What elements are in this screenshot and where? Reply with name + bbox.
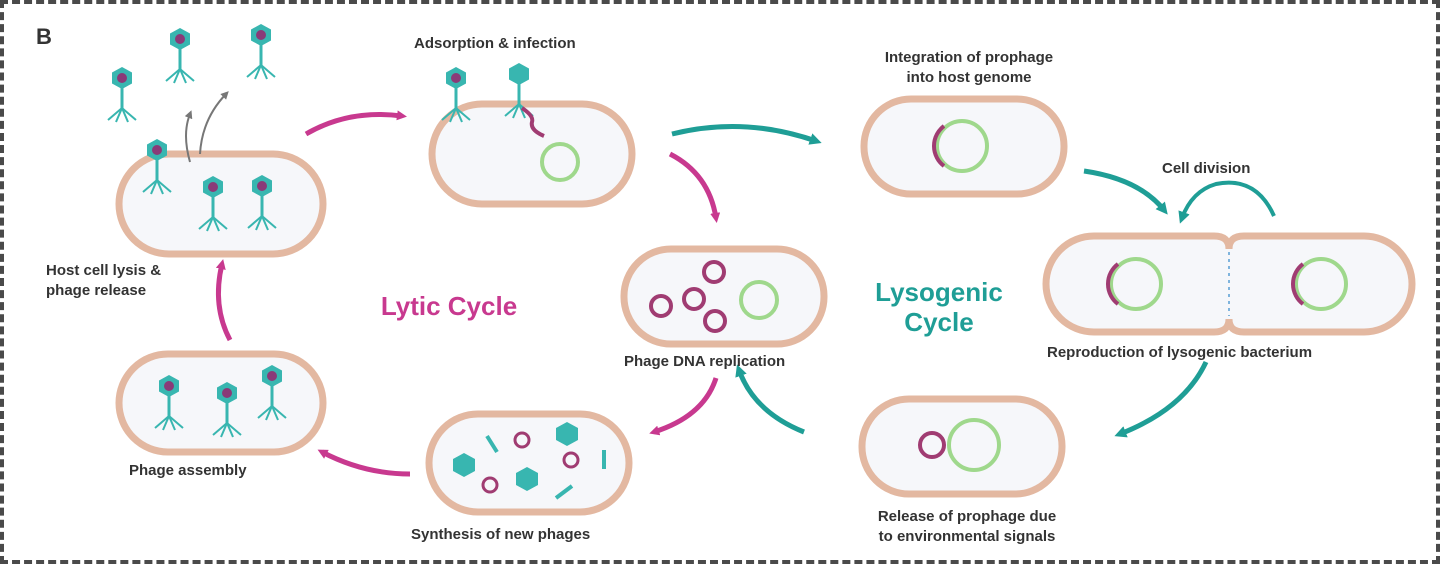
lysogenic-cycle-title: Lysogenic Cycle <box>875 277 1003 337</box>
lytic-arrows <box>215 110 721 477</box>
label-release: Release of prophage due to environmental… <box>877 508 1057 545</box>
host-dna-ring <box>1109 257 1163 311</box>
label-lysis: Host cell lysis & phage release <box>46 262 162 299</box>
cell-release <box>858 395 1066 498</box>
host-dna-ring <box>1294 257 1348 311</box>
label-cell-division: Cell division <box>1162 160 1251 177</box>
prophage-segment <box>1106 262 1120 306</box>
cell-adsorption <box>428 100 636 208</box>
cell-replication <box>620 245 828 348</box>
adsorbing-phages <box>440 61 545 138</box>
lytic-cycle-title: Lytic Cycle <box>380 291 518 321</box>
label-synthesis: Synthesis of new phages <box>411 526 591 543</box>
label-integration: Integration of prophage into host genome <box>884 49 1054 86</box>
cell-assembly <box>115 350 327 456</box>
host-dna-ring <box>947 418 1001 472</box>
label-assembly: Phage assembly <box>129 462 247 479</box>
host-dna-ring <box>739 280 779 320</box>
label-adsorption: Adsorption & infection <box>414 35 576 52</box>
lysogenic-arrows <box>671 124 1276 438</box>
host-dna-ring <box>540 142 580 182</box>
phage-life-cycle-diagram <box>106 22 1416 516</box>
label-replication: Phage DNA replication <box>624 353 786 370</box>
host-dna-ring <box>935 119 989 173</box>
cell-dividing <box>1042 232 1416 336</box>
prophage-segment <box>932 124 946 168</box>
cell-integration <box>860 95 1068 198</box>
release-arrows <box>184 91 229 163</box>
panel-letter: B <box>36 24 52 49</box>
cell-lysis <box>115 150 327 258</box>
excised-prophage <box>918 431 946 459</box>
prophage-segment <box>1291 262 1305 306</box>
cell-synthesis <box>425 410 633 516</box>
label-reproduction: Reproduction of lysogenic bacterium <box>1047 344 1313 361</box>
